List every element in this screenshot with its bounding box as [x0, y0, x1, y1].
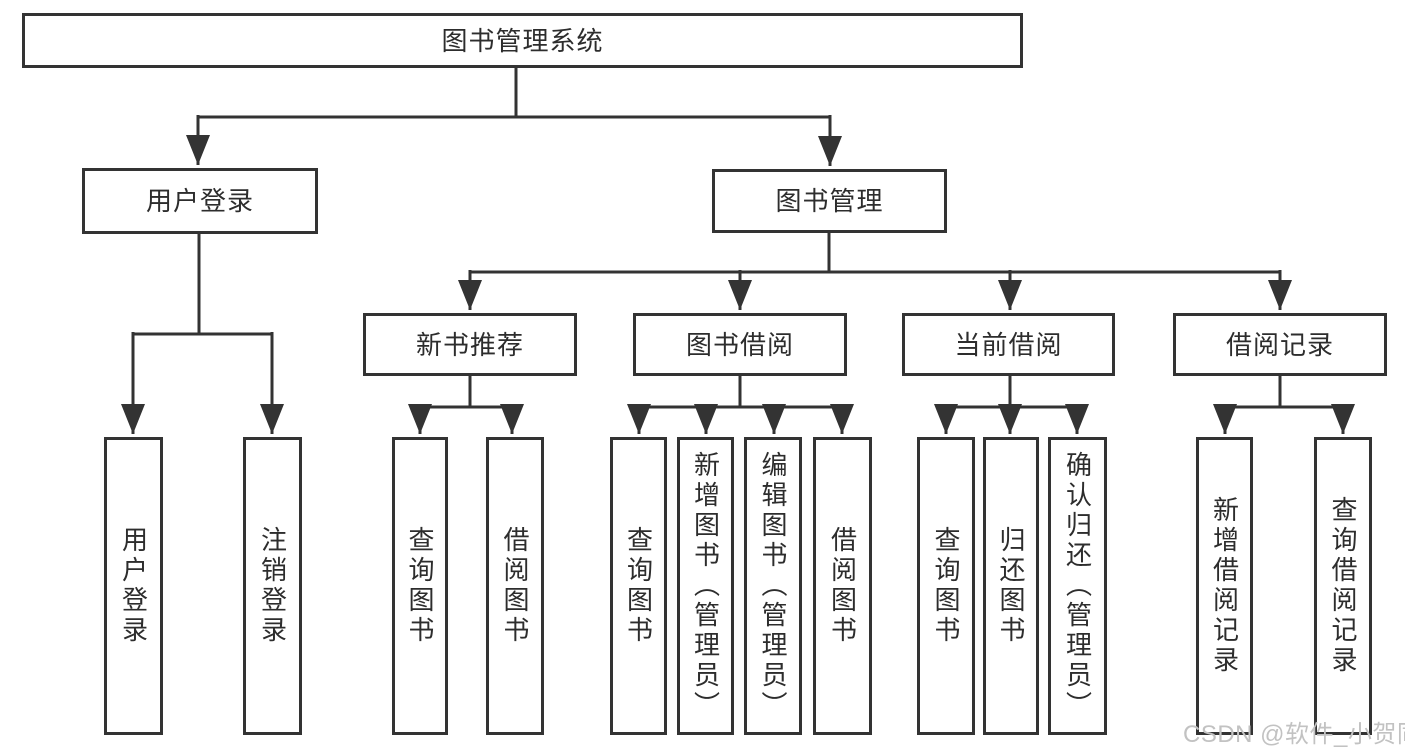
leaf-borrow-book: 借阅图书: [813, 437, 872, 735]
csdn-watermark: CSDN @软件_小贺同学: [1183, 721, 1405, 747]
node-user-login: 用户登录: [82, 168, 318, 234]
node-new-book-recommend: 新书推荐: [363, 313, 577, 376]
leaf-recommend-borrow-book: 借阅图书: [486, 437, 544, 735]
leaf-return-book: 归还图书: [983, 437, 1039, 735]
leaf-confirm-return-admin: 确认归还（管理员）: [1048, 437, 1107, 735]
leaf-logout: 注销登录: [243, 437, 302, 735]
leaf-current-query-book: 查询图书: [917, 437, 975, 735]
leaf-add-book-admin: 新增图书（管理员）: [677, 437, 734, 735]
leaf-recommend-query-book: 查询图书: [392, 437, 448, 735]
node-borrow-record: 借阅记录: [1173, 313, 1387, 376]
leaf-edit-book-admin: 编辑图书（管理员）: [744, 437, 802, 735]
leaf-user-login: 用户登录: [104, 437, 163, 735]
node-current-borrow: 当前借阅: [902, 313, 1115, 376]
leaf-add-borrow-record: 新增借阅记录: [1196, 437, 1253, 735]
node-book-management: 图书管理: [712, 169, 947, 233]
leaf-borrow-query-book: 查询图书: [610, 437, 667, 735]
node-book-borrow: 图书借阅: [633, 313, 847, 376]
leaf-query-borrow-record: 查询借阅记录: [1314, 437, 1372, 735]
node-root-system: 图书管理系统: [22, 13, 1023, 68]
